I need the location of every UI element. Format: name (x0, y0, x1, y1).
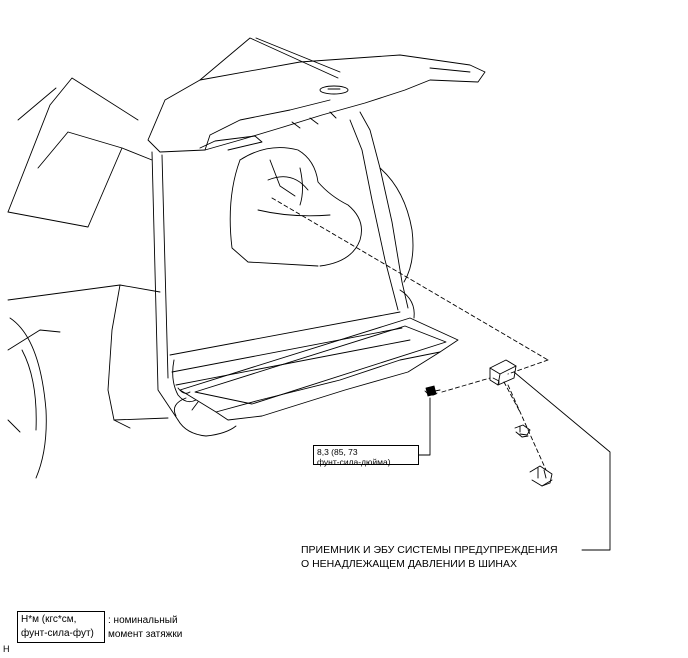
torque-leader-line (418, 397, 431, 456)
legend-unit-line2: фунт-сила-фут) (21, 628, 94, 639)
part-label-line1: ПРИЕМНИК И ЭБУ СИСТЕМЫ ПРЕДУПРЕЖДЕНИЯ (301, 544, 558, 556)
part-label-line2: О НЕНАДЛЕЖАЩЕМ ДАВЛЕНИИ В ШИНАХ (301, 558, 517, 570)
vehicle-body (7, 77, 169, 479)
cargo-floor (172, 289, 459, 437)
clip-icon (514, 424, 531, 438)
bracket-icon (529, 465, 553, 487)
cargo-area (151, 111, 414, 421)
receiver-ecu-icon (489, 359, 517, 386)
legend-desc-line1: : номинальный (108, 615, 178, 626)
legend-unit-line1: Н*м (кгс*см, (21, 614, 77, 625)
legend-desc-line2: момент затяжки (108, 629, 183, 640)
bolt-icon (424, 385, 441, 397)
torque-value: 8,3 (85, 73 (317, 447, 358, 457)
part-label: ПРИЕМНИК И ЭБУ СИСТЕМЫ ПРЕДУПРЕЖДЕНИЯ О … (301, 543, 558, 571)
torque-unit: фунт-сила-дюйма) (317, 457, 391, 467)
tailgate (147, 37, 486, 153)
location-leader-lines (271, 197, 549, 471)
corner-code: H (3, 644, 10, 654)
torque-callout: 8,3 (85, 73 фунт-сила-дюйма) (313, 445, 419, 467)
legend-unit-box: Н*м (кгс*см, фунт-сила-фут) (17, 611, 105, 643)
part-leader-line (513, 371, 611, 551)
legend-description: : номинальный момент затяжки (108, 614, 182, 642)
